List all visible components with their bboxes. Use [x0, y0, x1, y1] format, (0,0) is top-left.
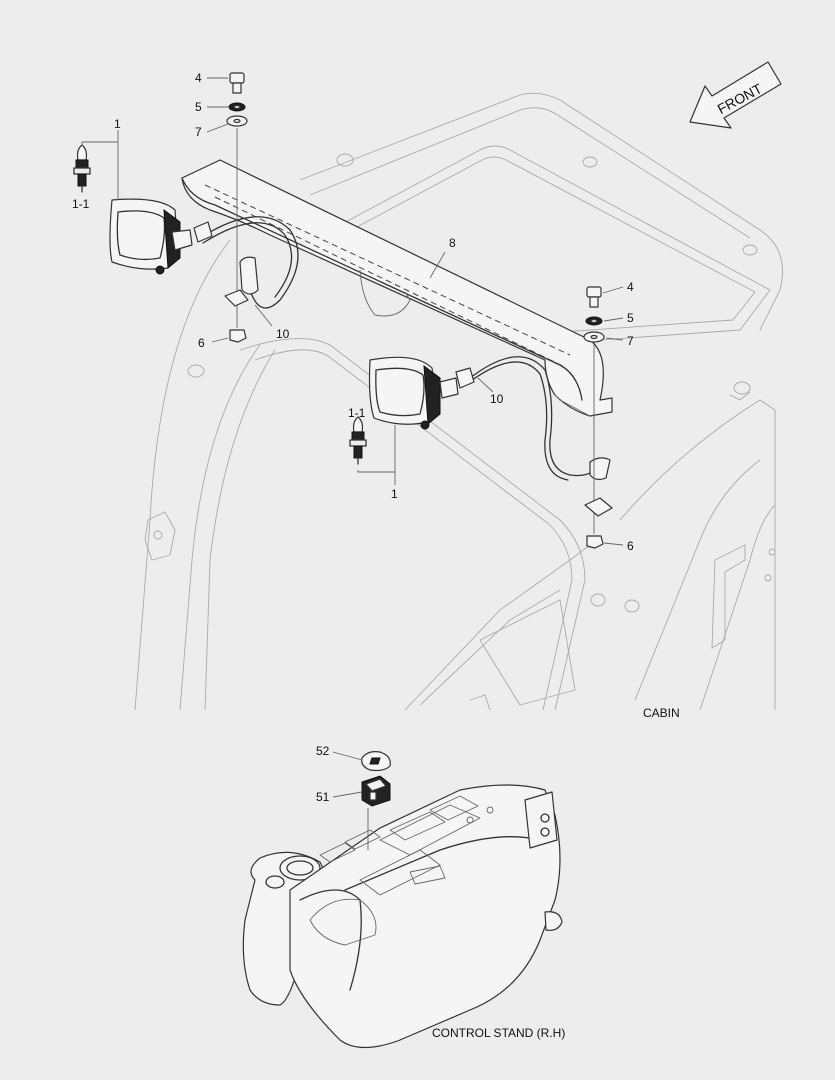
cabin-label: CABIN — [643, 706, 680, 720]
callout-labels-stand: 52 51 CONTROL STAND (R.H) — [316, 744, 565, 1040]
fasteners-right — [583, 286, 613, 549]
work-lamp-left — [109, 198, 213, 275]
callout-1-right: 1 — [391, 487, 398, 501]
work-lamp-right — [368, 356, 475, 430]
light-bracket — [181, 159, 613, 417]
rocker-switch — [361, 775, 391, 807]
callout-52: 52 — [316, 744, 330, 758]
callout-51: 51 — [316, 790, 330, 804]
callout-4-left: 4 — [195, 71, 202, 85]
callout-7-left: 7 — [195, 125, 202, 139]
callout-1-1-right: 1-1 — [348, 406, 366, 420]
bulb-left — [73, 144, 91, 193]
callout-8: 8 — [449, 236, 456, 250]
callout-5-right: 5 — [627, 311, 634, 325]
leader-lines-cabin — [81, 77, 624, 546]
callout-labels-cabin: 4 5 7 1 1-1 8 10 6 4 5 7 10 1-1 1 6 CABI… — [72, 71, 680, 720]
bulb-right — [349, 416, 367, 465]
callout-7-right: 7 — [627, 334, 634, 348]
callout-6-left: 6 — [198, 336, 205, 350]
control-stand-label: CONTROL STAND (R.H) — [432, 1026, 565, 1040]
callout-4-right: 4 — [627, 280, 634, 294]
callout-1-left: 1 — [114, 117, 121, 131]
switch-cover — [361, 751, 391, 772]
front-arrow: FRONT — [689, 61, 782, 129]
callout-5-left: 5 — [195, 100, 202, 114]
callout-10-left: 10 — [276, 327, 290, 341]
fasteners-left — [224, 72, 249, 343]
harness-wire — [199, 216, 611, 481]
control-stand — [242, 784, 563, 1049]
cabin-frame — [134, 92, 783, 711]
leader-lines-stand — [332, 751, 369, 850]
callout-1-1-left: 1-1 — [72, 197, 90, 211]
callout-6-right: 6 — [627, 539, 634, 553]
callout-10-right: 10 — [490, 392, 504, 406]
